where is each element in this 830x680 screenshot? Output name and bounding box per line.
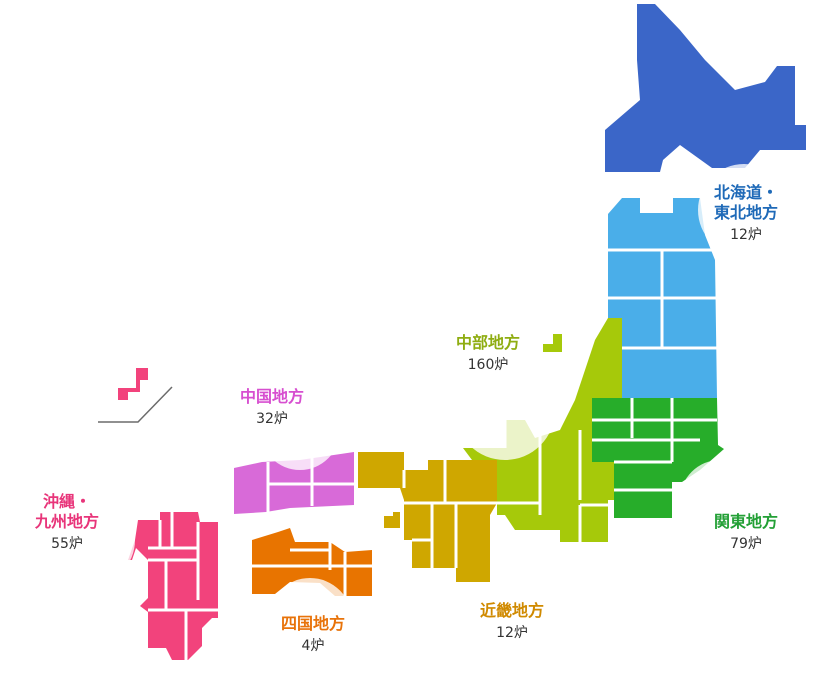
region-name: 中部地方 (455, 333, 521, 352)
region-kinki[interactable] (358, 452, 497, 582)
okinawa-inset-line (98, 386, 173, 423)
label-kinki: 近畿地方 12炉 (480, 601, 544, 643)
reactor-count: 4炉 (301, 638, 325, 654)
label-shikoku: 四国地方 4炉 (281, 614, 345, 656)
label-chugoku: 中国地方 32炉 (240, 387, 304, 429)
reactor-count: 32炉 (256, 411, 288, 427)
region-kyushu[interactable] (118, 368, 218, 660)
region-shikoku[interactable] (252, 528, 372, 596)
reactor-count: 79炉 (730, 536, 762, 552)
reactor-count: 12炉 (730, 227, 762, 243)
label-chubu: 中部地方 160炉 (456, 333, 520, 375)
label-kanto: 関東地方 79炉 (714, 512, 778, 554)
region-chubu[interactable] (463, 318, 622, 542)
region-name: 中国地方 (239, 387, 305, 406)
reactor-count: 160炉 (467, 357, 509, 373)
region-name: 近畿地方 (479, 601, 545, 620)
region-name: 沖縄・ 九州地方 (34, 492, 100, 531)
reactor-count: 55炉 (51, 536, 83, 552)
region-hokkaido[interactable] (605, 4, 806, 172)
label-okinawa-kyushu: 沖縄・ 九州地方 55炉 (35, 492, 99, 554)
label-hokkaido-tohoku: 北海道・ 東北地方 12炉 (714, 183, 778, 245)
region-name: 四国地方 (280, 614, 346, 633)
label-halos (45, 164, 790, 662)
region-name: 関東地方 (713, 512, 779, 531)
region-name: 北海道・ 東北地方 (713, 183, 779, 222)
region-kanto[interactable] (592, 398, 724, 518)
reactor-count: 12炉 (496, 625, 528, 641)
